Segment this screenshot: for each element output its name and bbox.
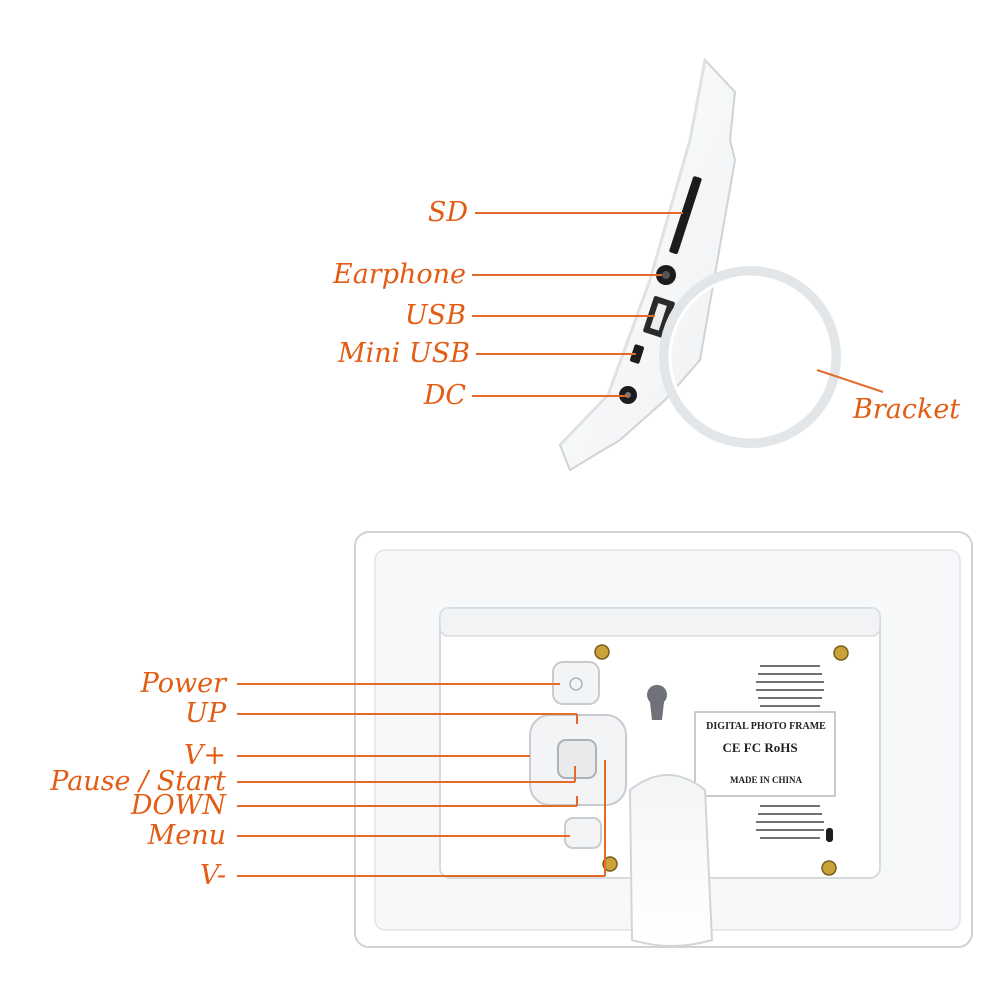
callout-v-plus: V+ bbox=[183, 740, 226, 771]
callout-mini-usb: Mini USB bbox=[338, 338, 470, 369]
usb-port-tongue bbox=[650, 303, 667, 331]
leader-bracket bbox=[816, 369, 884, 393]
speaker-grille-top bbox=[756, 665, 824, 707]
screw-top-left bbox=[594, 644, 610, 660]
earphone-jack-inner bbox=[662, 271, 670, 279]
leaders-bottom bbox=[237, 683, 606, 877]
callout-v-minus: V- bbox=[199, 860, 226, 891]
bracket-ring-highlight bbox=[668, 275, 832, 439]
sticker-marks: CE FC RoHS bbox=[722, 740, 798, 755]
screw-top-right bbox=[833, 645, 849, 661]
sd-slot bbox=[669, 176, 702, 255]
label-sticker bbox=[694, 711, 836, 797]
mini-usb-port bbox=[629, 344, 645, 364]
menu-button bbox=[564, 817, 602, 849]
back-panel-top-lip bbox=[439, 607, 881, 637]
sticker-origin: MADE IN CHINA bbox=[730, 775, 802, 785]
frame-back-view bbox=[354, 531, 973, 948]
callout-up: UP bbox=[185, 698, 226, 729]
callout-dc: DC bbox=[423, 380, 466, 411]
callout-menu: Menu bbox=[147, 820, 226, 851]
callout-power: Power bbox=[140, 668, 226, 699]
wall-mount-keyhole bbox=[646, 684, 667, 720]
callout-pause-start: Pause / Start bbox=[50, 766, 226, 797]
power-icon bbox=[569, 677, 583, 691]
callout-earphone: Earphone bbox=[332, 259, 466, 290]
reset-hole bbox=[826, 828, 833, 842]
pause-start-button bbox=[557, 739, 597, 779]
frame-side-view bbox=[558, 57, 841, 472]
stand bbox=[628, 774, 714, 947]
callout-usb: USB bbox=[404, 300, 466, 331]
frame-side-edge bbox=[558, 59, 707, 447]
leaders-top bbox=[472, 212, 884, 397]
callout-bracket: Bracket bbox=[853, 394, 961, 425]
sticker-title: DIGITAL PHOTO FRAME bbox=[706, 721, 826, 732]
callout-down: DOWN bbox=[130, 790, 226, 821]
speaker-grille-bottom bbox=[756, 805, 824, 839]
screw-bottom-right bbox=[821, 860, 837, 876]
frame-side-body bbox=[558, 57, 737, 472]
screw-bottom-left bbox=[602, 856, 618, 872]
callout-sd: SD bbox=[427, 197, 468, 228]
bracket-ring bbox=[659, 266, 841, 448]
